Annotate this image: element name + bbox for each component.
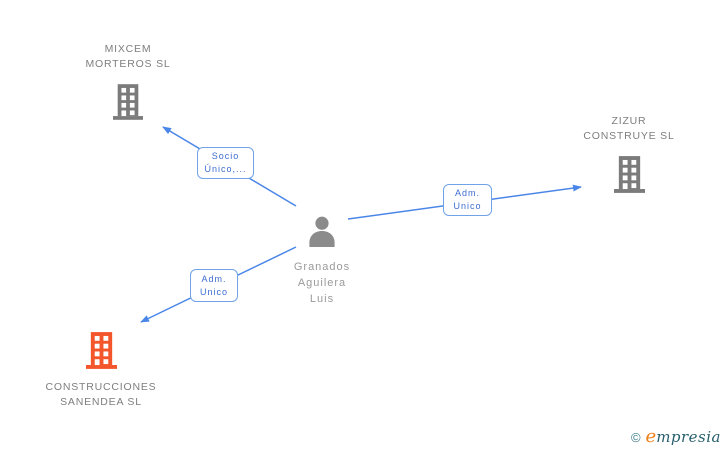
person-name-line: Luis [309,293,335,305]
company-node-mixcem-morteros[interactable]: MIXCEM MORTEROS SL [58,42,198,125]
relationship-label-line: Adm. [454,188,480,198]
company-name: ZIZUR CONSTRUYE SL [583,114,674,144]
company-name-line: CONSTRUYE SL [583,130,675,142]
empresia-watermark: © empresia [631,426,721,447]
person-name: Granados Aguilera Luis [294,259,350,307]
company-name-line: MIXCEM [104,43,152,55]
relationship-label-line: Socio [211,151,240,161]
person-icon [308,216,336,252]
relationship-label-socio-unico[interactable]: Socio Único,... [197,147,254,179]
person-name-line: Granados [293,261,351,273]
copyright-icon: © [630,430,641,445]
building-icon [113,84,143,125]
building-icon [613,156,645,198]
company-node-construcciones-sanendea[interactable]: CONSTRUCCIONES SANENDEA SL [31,332,171,410]
company-node-zizur-construye[interactable]: ZIZUR CONSTRUYE SL [559,114,699,198]
building-icon [85,332,117,374]
relationship-label-line: Adm. [201,273,227,284]
person-node-granados-aguilera-luis[interactable]: Granados Aguilera Luis [252,216,392,307]
logo-initial: e [645,426,657,447]
empresia-logo: empresia [646,426,721,447]
relationship-label-line: Unico [199,286,228,297]
company-name: MIXCEM MORTEROS SL [85,42,170,72]
relationship-label-adm-unico-sanendea[interactable]: Adm. Unico [190,269,238,302]
logo-text: mpresia [656,428,721,446]
company-name-line: ZIZUR [611,115,647,127]
company-name-line: MORTEROS SL [85,58,171,70]
relationship-label-line: Unico [453,201,482,211]
company-name-line: SANENDEA SL [60,396,142,408]
relationship-label-adm-unico-zizur[interactable]: Adm. Unico [443,184,492,216]
person-name-line: Aguilera [297,277,347,289]
company-name: CONSTRUCCIONES SANENDEA SL [46,380,157,410]
company-name-line: CONSTRUCCIONES [45,381,157,393]
relationship-label-line: Único,... [204,164,247,174]
